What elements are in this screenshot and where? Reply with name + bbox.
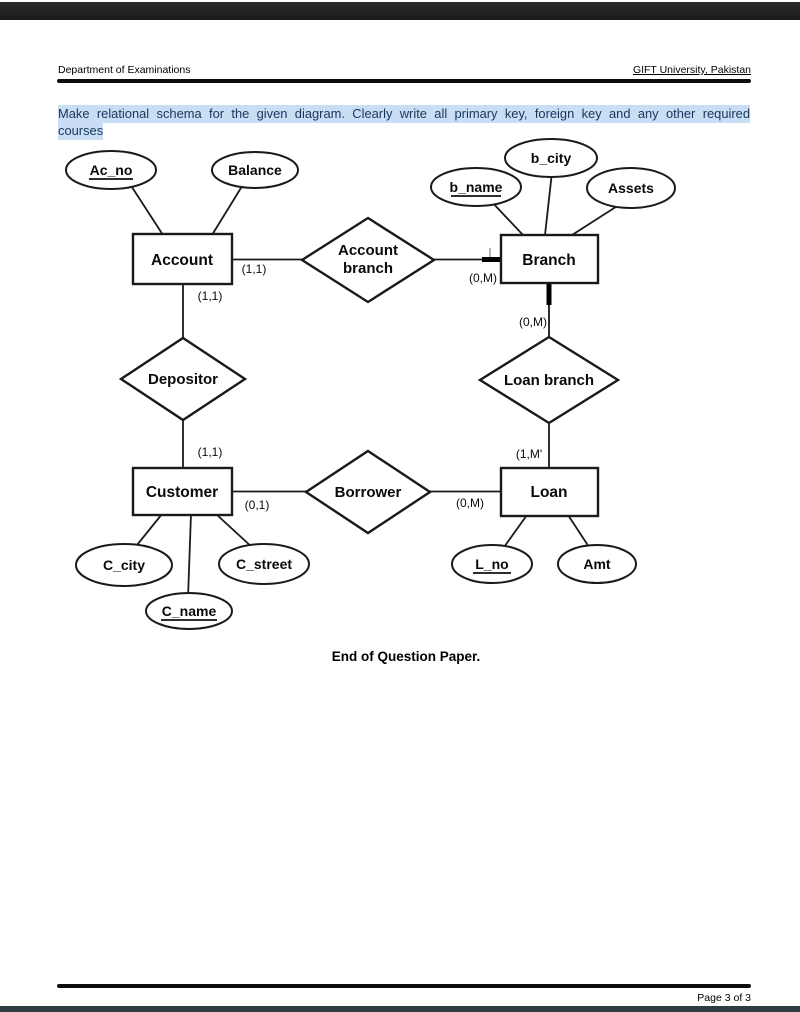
attribute-label: Balance [228, 162, 282, 178]
footer-divider-line [57, 984, 751, 988]
header-department: Department of Examinations [58, 64, 191, 76]
diamond-borrower [303, 449, 433, 535]
cardinality-customer-depositor: (1,1) [198, 445, 223, 459]
end-of-paper-note: End of Question Paper. [331, 649, 481, 664]
attribute-b-name: b_name [430, 167, 522, 207]
attribute-label: C_city [103, 557, 145, 573]
attribute-ellipse [75, 543, 173, 587]
cardinality-account-depositor: (1,1) [198, 289, 223, 303]
entity-box [131, 466, 234, 517]
page-number: Page 3 of 3 [697, 992, 751, 1004]
attribute-ellipse [557, 544, 637, 584]
entity-customer: Customer [131, 466, 234, 517]
attribute-c-name: C_name [145, 592, 233, 630]
attribute-ellipse [451, 544, 533, 584]
attribute-ellipse [65, 150, 157, 190]
cardinality-branch-accountbranch: (0,M) [469, 271, 497, 285]
relationship-label: Loan branch [504, 372, 594, 389]
line-bname-branch [489, 199, 524, 236]
line-customer-cname [187, 513, 192, 599]
line-loan-amt [567, 514, 592, 551]
relationship-label: branch [343, 260, 393, 277]
entity-account: Account [131, 232, 234, 286]
relationship-label: Borrower [335, 484, 402, 501]
relationship-depositor: Depositor [118, 336, 248, 422]
line-bcity-branch [544, 171, 553, 236]
question-highlight-2: courses [58, 121, 104, 140]
line-loan-lno [501, 514, 528, 551]
attribute-label: b_name [450, 179, 503, 195]
entity-branch: Branch [499, 233, 600, 285]
attribute-ellipse [218, 543, 310, 585]
attribute-amt: Amt [557, 544, 637, 584]
line-acno-account [127, 180, 164, 236]
attribute-ellipse [504, 138, 598, 178]
line-assets-branch [571, 202, 623, 236]
entity-label: Customer [146, 484, 218, 501]
cardinality-account-accountbranch: (1,1) [242, 262, 267, 276]
question-text-block: Make relational schema for the given dia… [58, 105, 750, 140]
diamond-account-branch [299, 216, 437, 304]
attribute-label: Assets [608, 180, 654, 196]
entity-label: Loan [530, 484, 567, 501]
attribute-ellipse [586, 167, 676, 209]
attribute-label: Ac_no [90, 162, 133, 178]
attribute-label: C_street [236, 556, 292, 572]
relationship-label: Depositor [148, 371, 218, 388]
line-balance-account [211, 182, 245, 236]
entity-loan: Loan [499, 466, 600, 518]
cardinality-customer-borrower: (0,1) [245, 498, 270, 512]
bottom-black-bar [0, 1006, 800, 1012]
relationship-label: Account [338, 242, 398, 259]
cardinality-loan-loanbranch: (1,M' [516, 447, 542, 461]
attribute-label: Amt [583, 556, 611, 572]
diamond-loan-branch [477, 335, 621, 425]
question-highlight-1: Make relational schema for the given dia… [58, 105, 750, 123]
question-line-1: Make relational schema for the given dia… [58, 105, 750, 123]
entity-label: Branch [522, 252, 575, 269]
line-customer-cstreet [215, 513, 255, 550]
entity-box [499, 233, 600, 285]
attribute-ac-no: Ac_no [65, 150, 157, 190]
attribute-c-street: C_street [218, 543, 310, 585]
attribute-b-city: b_city [504, 138, 598, 178]
attribute-ellipse [211, 151, 299, 189]
header-university: GIFT University, Pakistan [632, 64, 751, 76]
entity-box [131, 232, 234, 286]
attribute-label: C_name [162, 603, 217, 619]
attribute-l-no: L_no [451, 544, 533, 584]
attribute-label: b_city [531, 150, 572, 166]
cardinality-branch-loanbranch: (0,M) [519, 315, 547, 329]
attribute-assets: Assets [586, 167, 676, 209]
cardinality-loan-borrower: (0,M) [456, 496, 484, 510]
diamond-depositor [118, 336, 248, 422]
relationship-loan-branch: Loan branch [477, 335, 621, 425]
attribute-balance: Balance [211, 151, 299, 189]
top-black-bar [0, 2, 800, 20]
attribute-label: L_no [475, 556, 508, 572]
entity-box [499, 466, 600, 518]
header-divider-line [57, 79, 751, 83]
relationship-borrower: Borrower [303, 449, 433, 535]
question-line-2: courses [58, 121, 750, 140]
attribute-c-city: C_city [75, 543, 173, 587]
entity-label: Account [151, 252, 213, 269]
